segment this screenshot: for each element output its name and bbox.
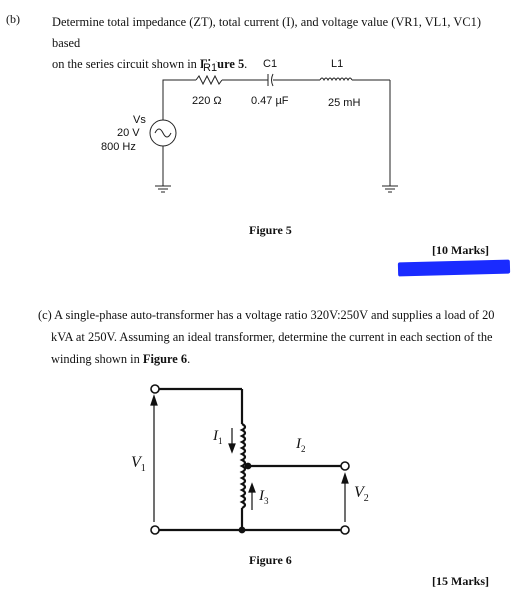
i3-arrow-icon — [248, 482, 256, 510]
sine-icon — [154, 128, 172, 138]
figure-6-ref: Figure 6 — [142, 352, 188, 366]
marks-b: [10 Marks] — [432, 243, 489, 257]
terminal-v1-bottom — [150, 525, 160, 535]
source-voltage: 20 V — [117, 127, 140, 139]
v1-label: V1 — [131, 454, 146, 475]
ground-right-icon — [382, 185, 398, 193]
c1-label: C1 — [263, 58, 278, 70]
figure-6-caption: Figure 6 — [249, 553, 292, 567]
v2-arrow-icon — [341, 472, 349, 522]
l1-label: L1 — [331, 58, 344, 70]
question-c-line1: (c) A single-phase auto-transformer has … — [38, 308, 495, 322]
r1-value: 220 Ω — [192, 95, 222, 107]
question-text-c: (c) A single-phase auto-transformer has … — [38, 304, 508, 370]
source-name: Vs — [133, 114, 146, 126]
question-c-line3: winding shown in Figure 6. — [51, 352, 191, 366]
i3-label: I3 — [259, 488, 269, 506]
marks-c: [15 Marks] — [432, 574, 489, 588]
l1-value: 25 mH — [328, 97, 361, 109]
question-label-b: (b) — [6, 12, 20, 26]
figure-5-caption: Figure 5 — [249, 223, 292, 237]
terminal-v2-top — [340, 461, 350, 471]
v1-arrow-icon — [150, 394, 158, 522]
bottom-junction — [238, 526, 246, 534]
inductor-l1 — [319, 77, 353, 82]
resistor-r1 — [195, 74, 223, 86]
i1-label: I1 — [213, 428, 223, 446]
question-text-b: Determine total impedance (ZT), total cu… — [52, 12, 512, 75]
i1-arrow-icon — [228, 428, 236, 454]
capacitor-plate-right — [271, 73, 274, 87]
c1-value: 0.47 µF — [251, 95, 289, 107]
r1-label: R1 — [203, 62, 218, 74]
ground-left-icon — [155, 185, 171, 193]
v2-label: V2 — [354, 484, 369, 505]
i2-label: I2 — [296, 436, 306, 454]
tap-junction — [244, 462, 252, 470]
question-b-line1: Determine total impedance (ZT), total cu… — [52, 15, 481, 50]
source-frequency: 800 Hz — [101, 141, 136, 153]
terminal-v2-bottom — [340, 525, 350, 535]
transformer-winding — [239, 423, 247, 509]
question-c-line2: kVA at 250V. Assuming an ideal transform… — [51, 330, 493, 344]
terminal-v1-top — [150, 384, 160, 394]
figure-5-circuit — [149, 73, 398, 193]
